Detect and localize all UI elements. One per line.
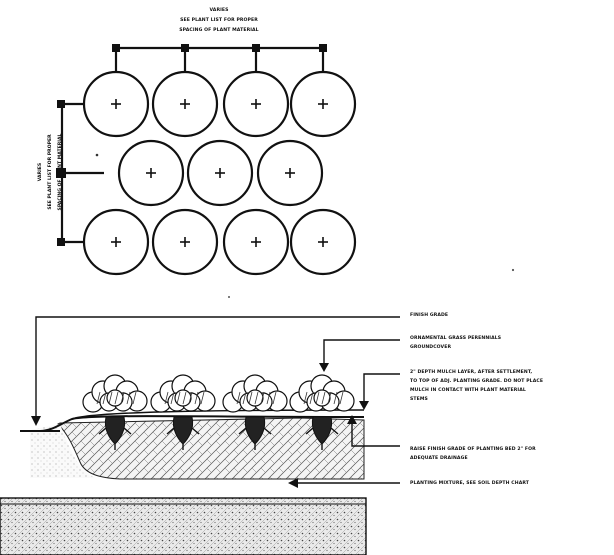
planting-mixture-area	[57, 417, 365, 480]
section-view: FINISH GRADE ORNAMENTAL GRASS PERENNIALS G…	[0, 312, 543, 555]
mulch-leader	[359, 373, 400, 410]
top-dim-line3: SPACING OF PLANT MATERIAL	[179, 27, 258, 33]
top-dim-line1: VARIES	[209, 7, 228, 13]
plant-circle	[151, 70, 219, 138]
plant-circle	[82, 70, 150, 138]
plant-spacing-grid	[82, 70, 357, 276]
callout-mulch-line: STEMS	[410, 396, 428, 402]
top-dim-line2: SEE PLANT LIST FOR PROPER	[180, 17, 258, 23]
subgrade-band	[0, 497, 367, 555]
plant-symbol	[222, 374, 288, 450]
callout-planting-mix-line: PLANTING MIXTURE, SEE SOIL DEPTH CHART	[410, 480, 530, 486]
callout-labels: FINISH GRADE ORNAMENTAL GRASS PERENNIALS G…	[410, 312, 543, 486]
planting-mix-leader	[288, 478, 400, 488]
plant-circle	[117, 139, 185, 207]
plant-symbol	[289, 374, 355, 450]
plant-circle	[222, 70, 290, 138]
planting-bed-leader	[347, 415, 400, 447]
plant-circle	[82, 208, 150, 276]
plant-circle	[151, 208, 219, 276]
side-dimension-line	[56, 100, 104, 246]
plant-row	[82, 374, 355, 450]
plant-circle	[186, 139, 254, 207]
plant-symbol	[82, 374, 148, 450]
plant-circle	[256, 139, 324, 207]
callout-groundcover-line: GROUNDCOVER	[410, 344, 451, 350]
callout-mulch-line: TO TOP OF ADJ. PLANTING GRADE. DO NOT PL…	[410, 378, 543, 384]
plant-circle	[222, 208, 290, 276]
callout-finish-grade-line: FINISH GRADE	[410, 312, 448, 318]
plant-symbol	[150, 374, 216, 450]
side-dim-line2: SEE PLANT LIST FOR PROPER	[47, 134, 53, 210]
plant-circle	[289, 70, 357, 138]
finish-grade-leader	[31, 316, 400, 426]
callout-groundcover-line: ORNAMENTAL GRASS PERENNIALS	[410, 335, 501, 341]
callout-planting-bed-line: RAISE FINISH GRADE OF PLANTING BED 2" FO…	[410, 446, 536, 452]
callout-mulch-line: 2" DEPTH MULCH LAYER, AFTER SETTLEMENT,	[410, 369, 532, 375]
callout-mulch-line: MULCH IN CONTACT WITH PLANT MATERIAL	[410, 387, 526, 393]
groundcover-leader	[319, 339, 400, 372]
side-dim-line1: VARIES	[37, 163, 43, 182]
plant-circle	[289, 208, 357, 276]
callout-planting-bed-line: ADEQUATE DRAINAGE	[410, 455, 468, 461]
plan-view: VARIES SEE PLANT LIST FOR PROPER SPACING…	[37, 7, 515, 298]
